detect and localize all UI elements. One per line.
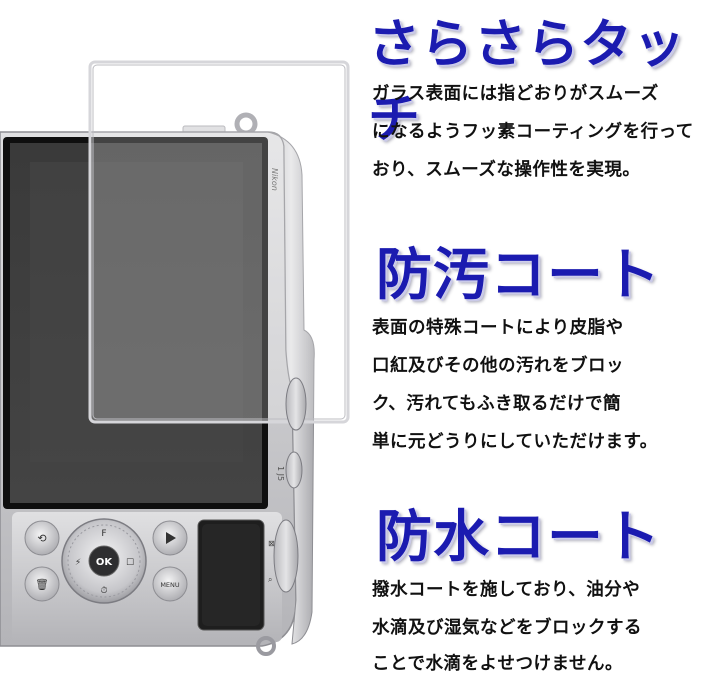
feature-heading-antifouling: 防汚コート: [376, 243, 661, 308]
feature-2-line-3: ク、汚れてもふき取るだけで簡: [372, 394, 622, 414]
svg-text:⚡: ⚡: [75, 558, 81, 568]
protective-film: [88, 60, 350, 424]
playback-button: ⟲: [24, 520, 60, 556]
svg-text:⊠: ⊠: [268, 539, 275, 548]
menu-button: MENU: [152, 566, 188, 602]
command-dial: [273, 377, 307, 593]
camera-model: 1 J5: [276, 466, 285, 481]
svg-text:⟲: ⟲: [37, 532, 46, 545]
feature-2-line-2: 口紅及びその他の汚れをブロッ: [372, 356, 624, 376]
menu-label: MENU: [160, 581, 180, 589]
feature-heading-waterproof: 防水コート: [376, 505, 661, 570]
record-button: [152, 520, 188, 556]
svg-text:⌕: ⌕: [268, 575, 272, 584]
feature-1-line-2: になるようフッ素コーティングを行って: [372, 122, 694, 142]
svg-text:🗑: 🗑: [35, 578, 49, 591]
feature-1-line-3: おり、スムーズな操作性を実現。: [372, 160, 641, 180]
feature-3-line-3: ことで水滴をよせつけません。: [372, 654, 623, 674]
multi-selector-dial: OK F ⏱ ⚡ ☐: [61, 518, 147, 604]
feature-1-line-1: ガラス表面には指どおりがスムーズ: [372, 84, 659, 104]
delete-button: 🗑: [24, 566, 60, 602]
svg-text:⏱: ⏱: [100, 586, 107, 596]
svg-text:☐: ☐: [126, 558, 134, 568]
feature-3-line-1: 撥水コートを施しており、油分や: [372, 580, 641, 600]
svg-text:F: F: [101, 529, 106, 539]
screen-inner: [30, 162, 243, 462]
camera-illustration: Nikon 1 J5 ⟲ 🗑 OK F ⏱ ⚡ ☐ MENU: [0, 60, 350, 656]
film-inner-edge: [92, 64, 346, 420]
feature-heading-smooth-touch: さらさらタッチ: [368, 15, 687, 150]
camera-brand: Nikon: [270, 168, 279, 191]
feature-3-line-2: 水滴及び湿気などをブロックする: [372, 618, 642, 638]
feature-2-line-4: 単に元どうりにしていただけます。: [372, 432, 658, 452]
ok-label: OK: [96, 557, 114, 568]
feature-2-line-1: 表面の特殊コートにより皮脂や: [372, 318, 624, 338]
strap-lug-bottom: [256, 636, 276, 656]
